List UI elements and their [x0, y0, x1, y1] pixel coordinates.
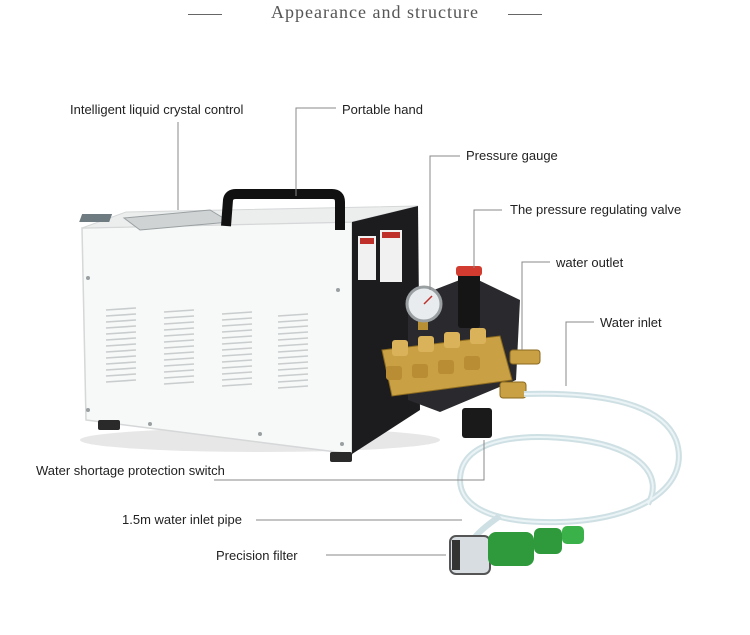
carry-handle [221, 189, 345, 230]
front-vents [105, 307, 309, 389]
panel-screws [86, 276, 344, 446]
label-shortage-switch: Water shortage protection switch [36, 463, 225, 478]
label-portable-hand: Portable hand [342, 102, 423, 117]
label-water-outlet: water outlet [556, 255, 624, 270]
label-precision-filter: Precision filter [216, 548, 298, 563]
precision-filter [449, 535, 491, 575]
water-shortage-switch [462, 408, 492, 438]
inlet-hose [457, 390, 682, 547]
green-connector [488, 526, 584, 566]
label-pressure-gauge: Pressure gauge [466, 148, 558, 163]
label-inlet-pipe: 1.5m water inlet pipe [122, 512, 242, 527]
machine-front-panel [81, 221, 353, 455]
title-rule-left [188, 14, 222, 15]
label-water-inlet: Water inlet [600, 315, 662, 330]
warning-sticker-2 [380, 230, 402, 282]
water-inlet-fitting [499, 381, 527, 399]
callout-lines [177, 107, 594, 556]
label-lcd-control: Intelligent liquid crystal control [70, 102, 244, 117]
warning-sticker-1 [358, 236, 376, 280]
page-title: Appearance and structure [271, 2, 479, 22]
foot-right [330, 452, 352, 462]
label-regulating-valve: The pressure regulating valve [510, 202, 682, 217]
title-rule-right [508, 14, 542, 15]
water-outlet-fitting [509, 349, 541, 365]
lcd-screen [79, 214, 113, 222]
regulating-valve [458, 272, 480, 328]
section-header: Appearance and structure [0, 0, 750, 28]
brass-manifold [381, 328, 513, 397]
foot-left [98, 420, 120, 430]
